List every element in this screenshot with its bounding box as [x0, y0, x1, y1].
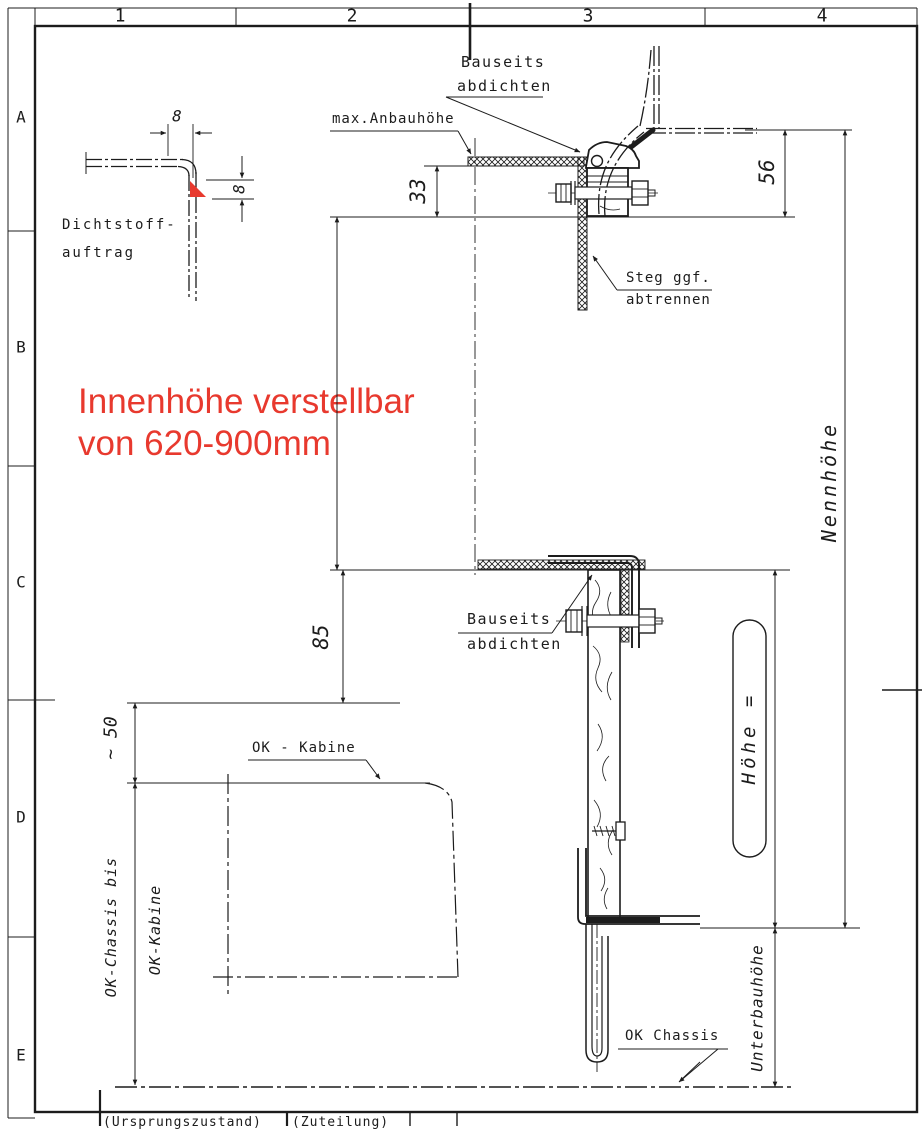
row-label-b: B	[16, 337, 26, 357]
dim-hoehe: Höhe =	[738, 691, 760, 785]
label-ok-chassis: OK Chassis	[625, 1028, 720, 1044]
label-bauseits-top-line2: abdichten	[457, 77, 552, 95]
titleblock-field-1: (Ursprungszustand)	[103, 1115, 262, 1130]
column-label-2: 2	[346, 5, 358, 27]
red-annotation-line2: von 620-900mm	[78, 424, 331, 463]
dim-33: 33	[406, 178, 430, 204]
dim-85: 85	[309, 624, 333, 650]
chassis-channel	[585, 924, 609, 1072]
sheet-frame	[7, 3, 922, 1126]
label-steg-line2: abtrennen	[626, 292, 711, 308]
row-label-c: C	[16, 572, 26, 592]
wood-post	[587, 569, 621, 919]
sealant-bead-triangle	[190, 181, 206, 197]
label-ok-kabine: OK - Kabine	[252, 740, 356, 756]
dim-unterbauhoehe: Unterbauhöhe	[747, 944, 767, 1072]
label-dichtstoff-line2: auftrag	[62, 245, 136, 261]
dim-8-height: 8	[229, 184, 249, 194]
lower-mounting-detail	[115, 555, 795, 1088]
label-bauseits-mid-line2: abdichten	[467, 635, 562, 653]
bolt-through-post	[556, 606, 664, 636]
floor-angle	[577, 848, 700, 925]
dim-56: 56	[755, 159, 779, 185]
dim-approx-50: ~ 50	[100, 716, 122, 760]
upper-mounting-detail	[330, 46, 860, 929]
column-label-4: 4	[816, 5, 828, 27]
profile-web	[577, 156, 588, 311]
dim-ok-chassis-bis: OK-Chassis bis	[102, 856, 120, 998]
label-dichtstoff-line1: Dichtstoff-	[62, 217, 177, 233]
row-label-a: A	[16, 107, 26, 127]
cabin-outline	[127, 702, 459, 1086]
label-steg-line1: Steg ggf.	[626, 270, 711, 286]
label-bauseits-top-line1: Bauseits	[461, 53, 546, 71]
dim-nennhoehe: Nennhöhe	[817, 421, 841, 543]
red-annotation-line1: Innenhöhe verstellbar	[78, 382, 415, 421]
wood-screw	[592, 821, 626, 841]
dim-8-width: 8	[172, 106, 182, 126]
column-label-3: 3	[582, 5, 594, 27]
row-label-d: D	[16, 807, 26, 827]
dim-ok-kabine: OK-Kabine	[146, 884, 164, 976]
cabin-roof-phantom	[597, 46, 757, 217]
label-bauseits-mid-line1: Bauseits	[467, 610, 552, 628]
label-max-anbauhoehe: max.Anbauhöhe	[332, 111, 455, 127]
hoehe-balloon	[732, 619, 767, 858]
row-label-e: E	[16, 1045, 26, 1065]
sealant-detail	[85, 124, 254, 301]
titleblock-field-2: (Zuteilung)	[292, 1115, 390, 1130]
column-label-1: 1	[114, 5, 126, 27]
